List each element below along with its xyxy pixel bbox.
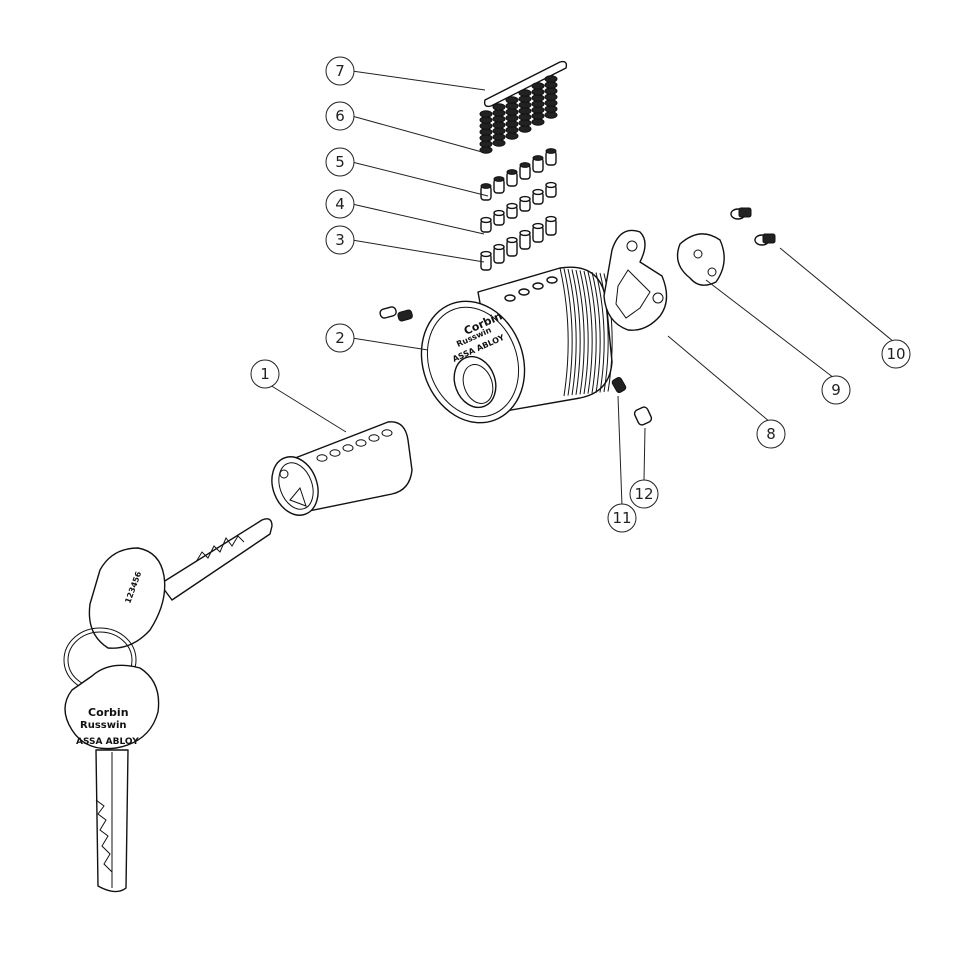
callout-6: 6 <box>325 101 355 131</box>
key-with-ring: 123456 Corbin Russwin ASSA ABLOY <box>63 518 273 893</box>
part-4-pins <box>480 181 557 233</box>
key-brand-line1: Corbin <box>88 706 129 719</box>
part-11-setscrew <box>611 377 627 393</box>
callout-5-label: 5 <box>335 153 345 171</box>
callout-9: 9 <box>821 375 851 405</box>
part-8-cam <box>603 229 668 331</box>
callout-2: 2 <box>325 323 355 353</box>
part-10-screws <box>730 207 776 246</box>
part-1-plug <box>271 421 413 516</box>
callout-12: 12 <box>629 479 659 509</box>
key-brand-line3: ASSA ABLOY <box>76 737 139 747</box>
part-12-pin <box>633 406 653 426</box>
part-6-springs <box>479 75 558 154</box>
key-brand-line2: Russwin <box>80 720 127 731</box>
callout-8-label: 8 <box>766 425 776 443</box>
callout-5: 5 <box>325 147 355 177</box>
callout-11: 11 <box>607 503 637 533</box>
callout-10-label: 10 <box>886 345 905 363</box>
callout-3: 3 <box>325 225 355 255</box>
callout-10: 10 <box>881 339 911 369</box>
callout-7: 7 <box>325 56 355 86</box>
callout-3-label: 3 <box>335 231 345 249</box>
callout-4: 4 <box>325 189 355 219</box>
callout-9-label: 9 <box>831 381 841 399</box>
callout-1-label: 1 <box>260 365 270 383</box>
part-5-pins <box>480 148 557 201</box>
callout-12-label: 12 <box>634 485 653 503</box>
part-7-bar <box>483 60 568 108</box>
leader-lines <box>269 70 895 507</box>
callout-11-label: 11 <box>612 509 631 527</box>
part-2-housing: Corbin Russwin ASSA ABLOY <box>379 266 613 424</box>
callout-7-label: 7 <box>335 62 345 80</box>
part-9-plate <box>676 233 725 286</box>
callout-8: 8 <box>756 419 786 449</box>
callout-2-label: 2 <box>335 329 345 347</box>
part-3-pins <box>480 215 557 271</box>
callout-1: 1 <box>250 359 280 389</box>
callout-6-label: 6 <box>335 107 345 125</box>
callout-4-label: 4 <box>335 195 345 213</box>
